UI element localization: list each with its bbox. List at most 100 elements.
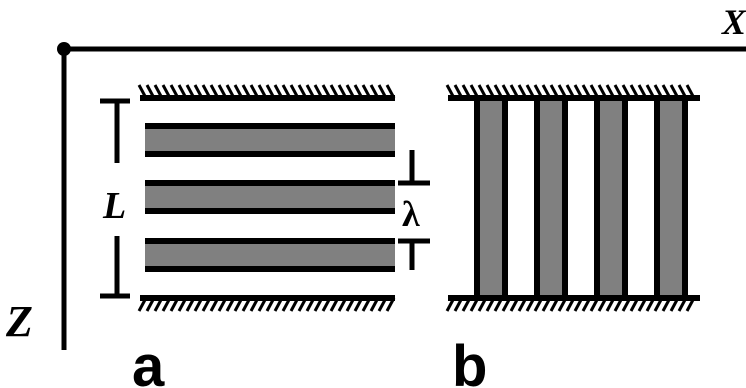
substrate-hatch-mark <box>453 297 464 312</box>
substrate-hatch-mark <box>549 297 560 312</box>
substrate-hatch-mark <box>525 84 536 99</box>
panel-b-bottom-substrate <box>445 295 700 312</box>
origin-dot <box>57 42 71 56</box>
substrate-hatch-mark <box>493 297 504 312</box>
substrate-hatch-mark <box>485 84 496 99</box>
substrate-hatch-mark <box>321 84 332 99</box>
panel-b-stripe <box>654 101 688 295</box>
substrate-hatch-mark <box>145 297 156 312</box>
coordinate-axes <box>57 42 746 350</box>
substrate-hatch-mark <box>209 84 220 99</box>
substrate-hatch-mark <box>669 84 680 99</box>
substrate-hatch-mark <box>533 297 544 312</box>
substrate-hatch-mark <box>377 297 388 312</box>
panel-b: b <box>445 84 700 388</box>
period-label: λ <box>402 194 420 234</box>
substrate-hatch-mark <box>493 84 504 99</box>
substrate-hatch-mark <box>613 297 624 312</box>
substrate-hatch-mark <box>193 84 204 99</box>
substrate-hatch-mark <box>265 84 276 99</box>
substrate-hatch-mark <box>257 297 268 312</box>
substrate-hatch-mark <box>177 297 188 312</box>
substrate-hatch-mark <box>445 297 456 312</box>
substrate-hatch-mark <box>597 297 608 312</box>
substrate-hatch-mark <box>557 84 568 99</box>
substrate-hatch-mark <box>517 297 528 312</box>
substrate-hatch-mark <box>297 297 308 312</box>
period-bracket <box>398 150 430 270</box>
substrate-hatch-mark <box>225 297 236 312</box>
substrate-hatch-mark <box>377 84 388 99</box>
substrate-hatch-mark <box>337 297 348 312</box>
substrate-hatch-mark <box>525 297 536 312</box>
substrate-hatch-mark <box>469 297 480 312</box>
substrate-hatch-mark <box>313 297 324 312</box>
substrate-hatch-mark <box>257 84 268 99</box>
substrate-hatch-mark <box>461 84 472 99</box>
substrate-hatch-mark <box>305 84 316 99</box>
substrate-hatch-mark <box>241 297 252 312</box>
substrate-hatch-mark <box>185 297 196 312</box>
substrate-hatch-mark <box>653 297 664 312</box>
substrate-hatch-mark <box>597 84 608 99</box>
substrate-hatch-mark <box>289 84 300 99</box>
substrate-hatch-mark <box>297 84 308 99</box>
substrate-hatch-mark <box>305 297 316 312</box>
substrate-hatch-mark <box>501 297 512 312</box>
substrate-hatch-mark <box>485 297 496 312</box>
substrate-hatch-mark <box>233 297 244 312</box>
substrate-hatch-mark <box>209 297 220 312</box>
substrate-hatch-mark <box>153 84 164 99</box>
substrate-hatch-mark <box>653 84 664 99</box>
substrate-hatch-mark <box>273 84 284 99</box>
substrate-hatch-mark <box>565 297 576 312</box>
substrate-hatch-mark <box>629 84 640 99</box>
substrate-hatch-mark <box>565 84 576 99</box>
substrate-hatch-mark <box>185 84 196 99</box>
panel-a-top-substrate <box>137 84 396 101</box>
substrate-hatch-mark <box>153 297 164 312</box>
substrate-hatch-mark <box>273 297 284 312</box>
panel-a-layer <box>145 123 395 157</box>
panel-a: L λ a <box>100 84 430 388</box>
z-axis-label: Z <box>5 297 33 346</box>
substrate-hatch-mark <box>621 84 632 99</box>
substrate-hatch-mark <box>517 84 528 99</box>
substrate-hatch-mark <box>613 84 624 99</box>
substrate-hatch-mark <box>329 84 340 99</box>
substrate-hatch-mark <box>661 84 672 99</box>
substrate-hatch-mark <box>169 84 180 99</box>
substrate-hatch-mark <box>289 297 300 312</box>
substrate-hatch-mark <box>685 297 696 312</box>
substrate-hatch-mark <box>249 297 260 312</box>
substrate-hatch-mark <box>241 84 252 99</box>
substrate-hatch-mark <box>353 297 364 312</box>
substrate-hatch-mark <box>637 297 648 312</box>
substrate-hatch-mark <box>385 297 396 312</box>
substrate-hatch-mark <box>281 297 292 312</box>
substrate-hatch-mark <box>281 84 292 99</box>
substrate-hatch-mark <box>201 84 212 99</box>
substrate-hatch-mark <box>385 84 396 99</box>
substrate-hatch-mark <box>581 297 592 312</box>
substrate-hatch-mark <box>549 84 560 99</box>
substrate-hatch-mark <box>453 84 464 99</box>
substrate-hatch-mark <box>573 297 584 312</box>
substrate-hatch-mark <box>661 297 672 312</box>
length-bracket <box>100 98 130 299</box>
substrate-hatch-mark <box>573 84 584 99</box>
substrate-hatch-mark <box>605 297 616 312</box>
substrate-hatch-mark <box>313 84 324 99</box>
substrate-hatch-mark <box>321 297 332 312</box>
panel-b-stripe <box>474 101 508 295</box>
substrate-hatch-mark <box>145 84 156 99</box>
panel-b-stripe <box>534 101 568 295</box>
substrate-hatch-mark <box>249 84 260 99</box>
substrate-hatch-mark <box>345 297 356 312</box>
substrate-hatch-mark <box>589 297 600 312</box>
substrate-hatch-mark <box>621 297 632 312</box>
substrate-hatch-mark <box>217 297 228 312</box>
substrate-hatch-mark <box>685 84 696 99</box>
substrate-hatch-mark <box>177 84 188 99</box>
